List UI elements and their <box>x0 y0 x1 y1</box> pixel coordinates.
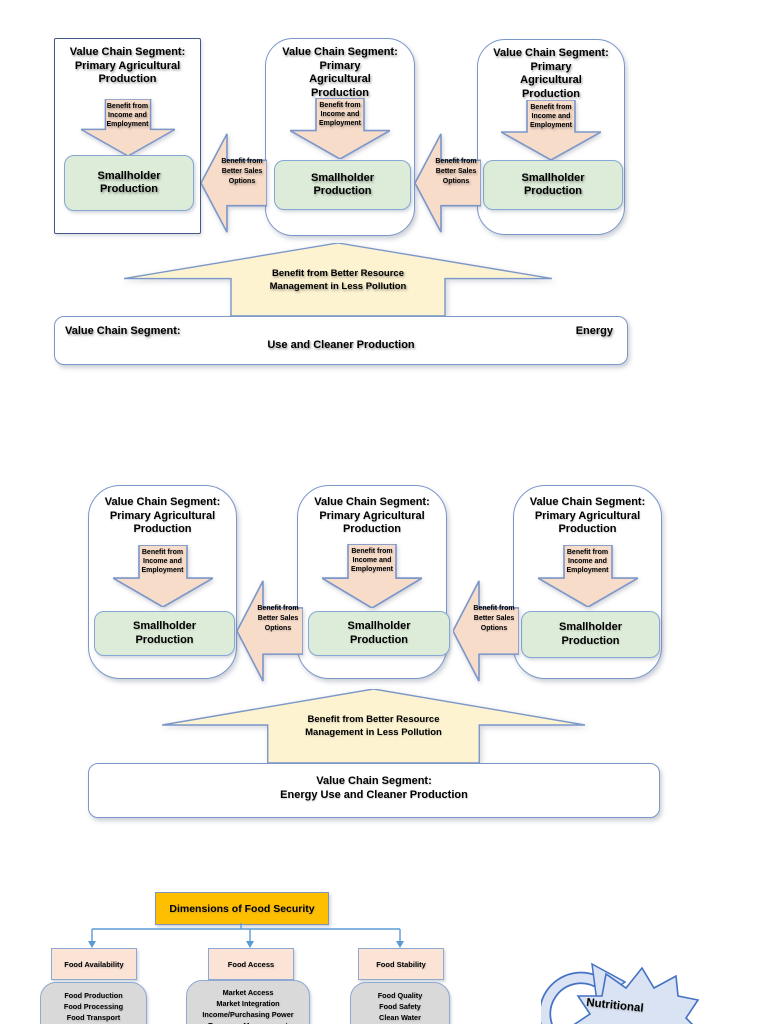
arrow-label: Benefit from Better Sales Options <box>221 158 263 185</box>
arrow-label: Benefit from Better Sales Options <box>257 605 299 632</box>
income-employment-arrow: Benefit from Income and Employment <box>80 99 175 156</box>
resource-management-arrow: Benefit from Better Resource Management … <box>124 243 552 316</box>
smallholder-production-box: Smallholder Production <box>64 155 194 211</box>
box-title: Value Chain Segment: Primary Agricultura… <box>282 46 398 99</box>
smallholder-production-box: Smallholder Production <box>274 160 411 210</box>
food-access-items: Market Access Market Integration Income/… <box>186 980 310 1024</box>
smallholder-production-box: Smallholder Production <box>94 611 235 656</box>
box-title: Value Chain Segment: Primary Agricultura… <box>69 46 186 85</box>
arrow-label: Benefit from Income and Employment <box>566 549 609 574</box>
box-title: Value Chain Segment: Primary Agricultura… <box>529 496 646 535</box>
value-chain-box-left: Value Chain Segment: Primary Agricultura… <box>54 38 201 234</box>
arrow-label: Benefit from Income and Employment <box>141 549 184 574</box>
footer-text-line2: Energy Use and Cleaner Production <box>280 788 468 801</box>
diagram-title: Dimensions of Food Security <box>169 902 315 915</box>
value-chain-box-middle: Value Chain Segment: Primary Agricultura… <box>297 485 450 679</box>
category-food-stability: Food Stability <box>358 948 444 980</box>
smallholder-production-box: Smallholder Production <box>521 611 660 658</box>
energy-segment-bar: Value Chain Segment: Energy Use and Clea… <box>88 763 660 818</box>
star-shape <box>573 966 700 1024</box>
box-title: Value Chain Segment: Primary Agricultura… <box>104 496 221 535</box>
resource-management-arrow: Benefit from Better Resource Management … <box>162 689 585 763</box>
energy-segment-bar: Value Chain Segment: Energy Use and Clea… <box>54 316 628 365</box>
arrow-label: Benefit from Income and Employment <box>529 104 572 129</box>
box-title: Value Chain Segment: Primary Agricultura… <box>493 47 609 100</box>
footer-text-right: Energy <box>575 325 613 337</box>
income-employment-arrow: Benefit from Income and Employment <box>112 545 213 607</box>
value-chain-box-left: Value Chain Segment: Primary Agricultura… <box>88 485 237 679</box>
food-security-title-box: Dimensions of Food Security <box>155 892 329 925</box>
sales-options-arrow: Benefit from Better Sales Options <box>237 578 303 684</box>
sales-options-arrow: Benefit from Better Sales Options <box>415 131 481 235</box>
smallholder-production-box: Smallholder Production <box>483 160 623 210</box>
sales-options-arrow: Benefit from Better Sales Options <box>201 131 267 235</box>
category-food-availability: Food Availability <box>51 948 137 980</box>
income-employment-arrow: Benefit from Income and Employment <box>537 545 638 607</box>
footer-text-line1: Value Chain Segment: <box>316 775 432 787</box>
sales-options-arrow: Benefit from Better Sales Options <box>453 578 519 684</box>
income-employment-arrow: Benefit from Income and Employment <box>290 98 390 159</box>
value-chain-box-middle: Value Chain Segment: Primary Agricultura… <box>265 38 415 236</box>
income-employment-arrow: Benefit from Income and Employment <box>501 100 601 160</box>
arrow-label: Benefit from Income and Employment <box>350 548 393 573</box>
value-chain-box-right: Value Chain Segment: Primary Agricultura… <box>477 39 625 235</box>
category-food-access: Food Access <box>208 948 294 980</box>
connector-lines <box>88 923 404 948</box>
arrow-label: Benefit from Better Resource Management … <box>305 714 442 738</box>
food-stability-items: Food Quality Food Safety Clean Water <box>350 982 450 1024</box>
box-title: Value Chain Segment: Primary Agricultura… <box>314 496 430 535</box>
food-availability-items: Food Production Food Processing Food Tra… <box>40 982 147 1024</box>
smallholder-production-box: Smallholder Production <box>308 611 450 656</box>
footer-text-center: Use and Cleaner Production <box>267 339 415 351</box>
arrow-label: Benefit from Better Resource Management … <box>269 268 407 292</box>
arrow-label: Benefit from Better Sales Options <box>435 158 477 185</box>
value-chain-box-right: Value Chain Segment: Primary Agricultura… <box>513 485 662 679</box>
arrow-label: Benefit from Better Sales Options <box>473 605 515 632</box>
footer-text-left: Value Chain Segment: <box>65 325 181 337</box>
arrow-label: Benefit from Income and Employment <box>106 103 149 128</box>
arrow-label: Benefit from Income and Employment <box>318 102 361 127</box>
income-employment-arrow: Benefit from Income and Employment <box>322 544 422 608</box>
